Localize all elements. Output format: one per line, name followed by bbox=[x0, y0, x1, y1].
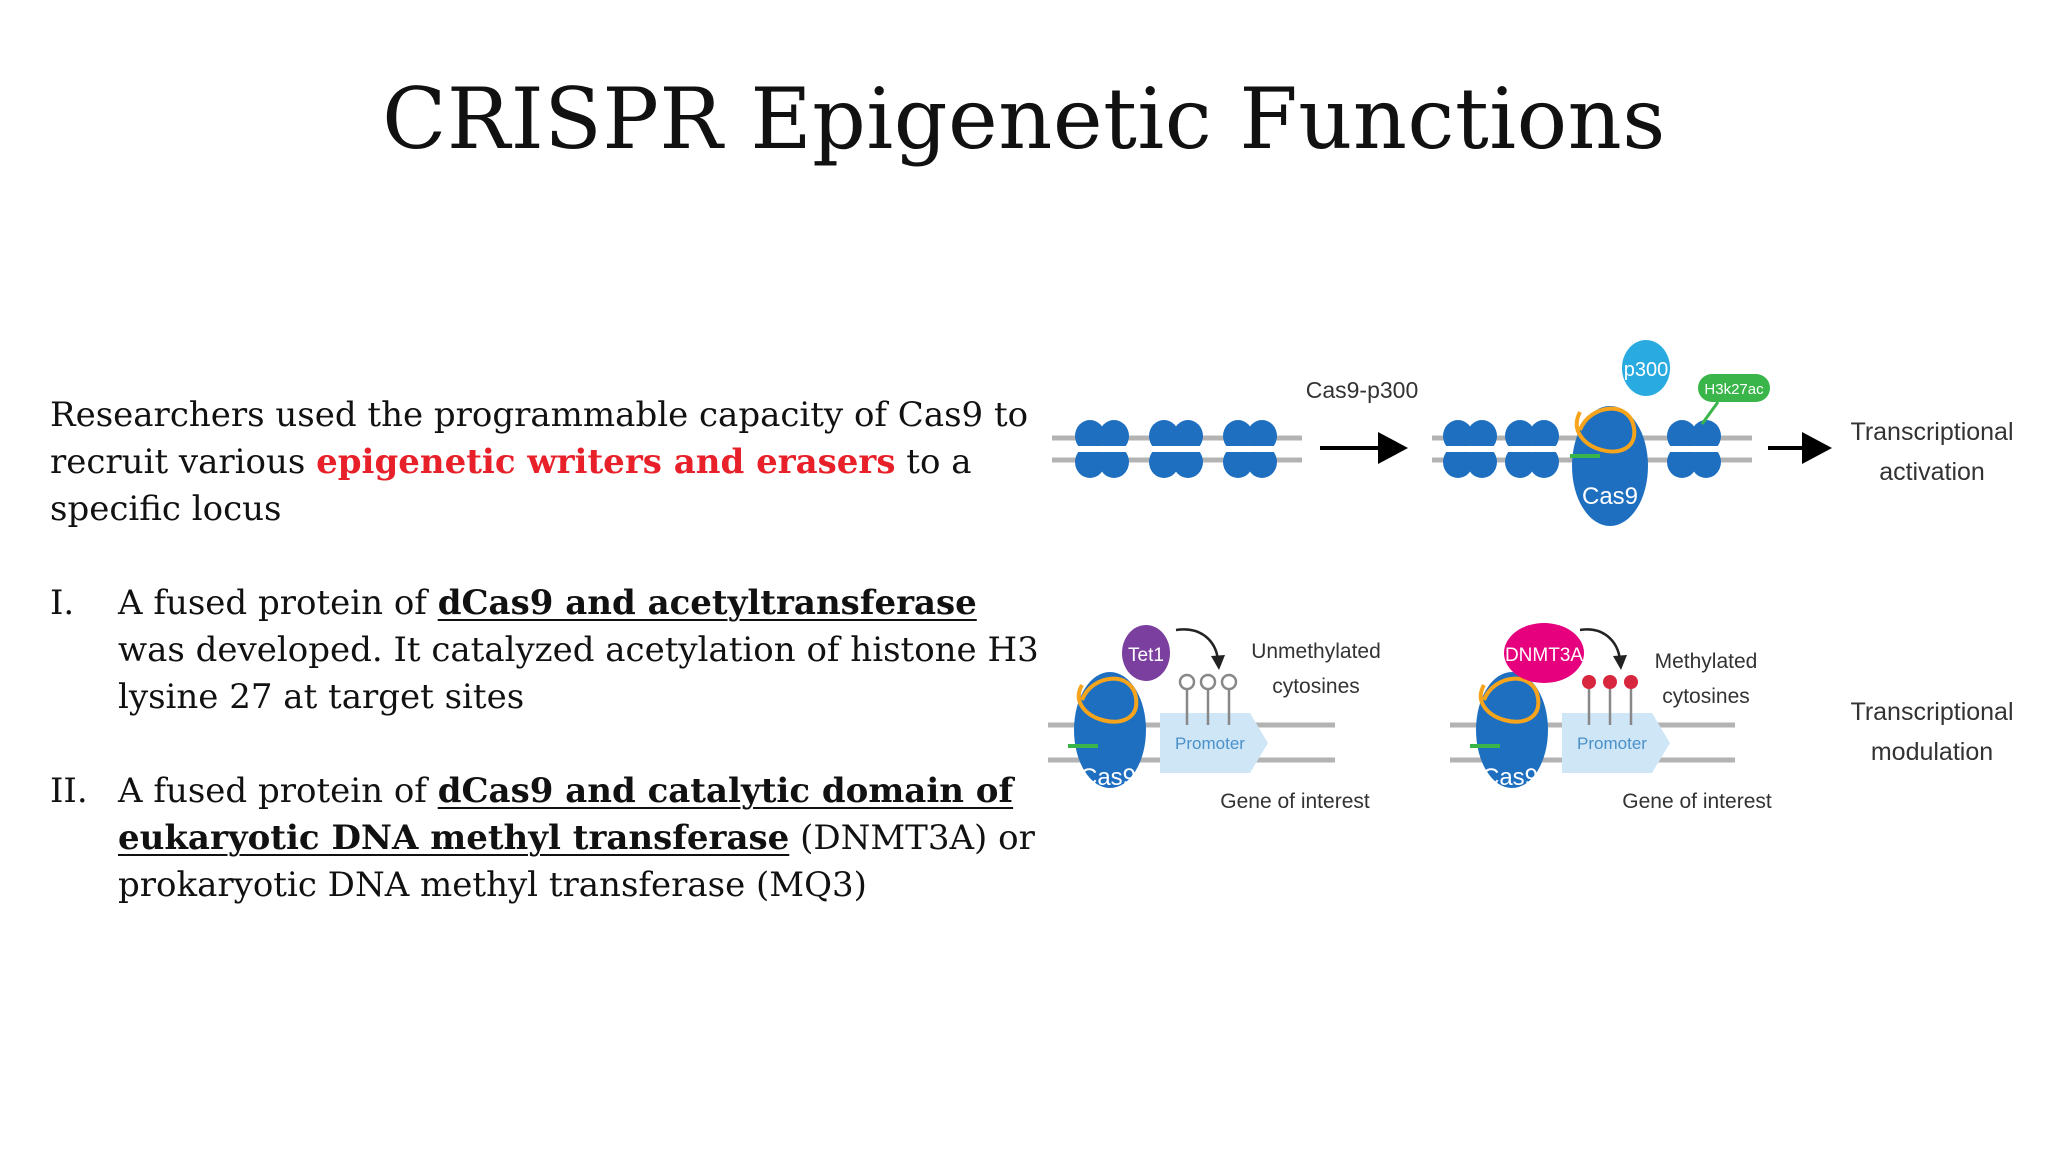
promoter-label: Promoter bbox=[1577, 734, 1647, 753]
tet1-panel: Promoter Cas9 Tet1 Unmethylated cytosine… bbox=[1048, 625, 1381, 813]
list-text-end: (DNMT3A) or prokaryotic DNA methyl trans… bbox=[118, 818, 1035, 905]
list-number: I. bbox=[50, 583, 75, 623]
nucleosome-icon bbox=[1440, 420, 1500, 478]
intro-paragraph: Researchers used the programmable capaci… bbox=[50, 392, 1040, 533]
list-item-2: II. A fused protein of dCas9 and catalyti… bbox=[50, 768, 1040, 909]
list-text-start: A fused protein of bbox=[118, 771, 438, 811]
arrow-right-icon bbox=[1378, 432, 1408, 464]
nucleosome-icon bbox=[1146, 420, 1206, 478]
list-number: II. bbox=[50, 771, 88, 811]
tet1-protein bbox=[1122, 625, 1170, 681]
state-line-2: cytosines bbox=[1662, 685, 1750, 708]
methylated-cytosines-icon bbox=[1582, 675, 1638, 725]
cas9-protein bbox=[1572, 406, 1648, 526]
arrow-cas9-p300: Cas9-p300 bbox=[1306, 377, 1419, 464]
arrow-label: Cas9-p300 bbox=[1306, 377, 1419, 403]
top-row-panel: Cas9-p300 Cas9 p300 H3k27ac Transcriptio… bbox=[1052, 340, 2014, 526]
curved-arrow-icon bbox=[1579, 628, 1622, 661]
gene-label: Gene of interest bbox=[1220, 790, 1370, 813]
promoter-arrow bbox=[1562, 713, 1670, 773]
gene-label: Gene of interest bbox=[1622, 790, 1772, 813]
state-line-1: Methylated bbox=[1655, 650, 1758, 673]
arrow-to-activation bbox=[1768, 432, 1832, 464]
cas9-label: Cas9 bbox=[1482, 764, 1538, 791]
p300-label: p300 bbox=[1624, 359, 1669, 381]
cas9-protein bbox=[1476, 672, 1548, 788]
arrow-right-icon bbox=[1802, 432, 1832, 464]
cas9-label: Cas9 bbox=[1080, 764, 1136, 791]
dnmt3a-protein bbox=[1504, 623, 1584, 683]
nucleosome-icon bbox=[1072, 420, 1132, 478]
curved-arrow-icon bbox=[1175, 628, 1220, 661]
body-text: Researchers used the programmable capaci… bbox=[50, 392, 1040, 909]
guide-rna bbox=[1479, 676, 1541, 724]
activation-label: Transcriptional activation bbox=[1850, 418, 2013, 486]
promoter-label: Promoter bbox=[1175, 734, 1245, 753]
intro-text-start: Researchers used the programmable capaci… bbox=[50, 395, 1029, 482]
list-item-1: I. A fused protein of dCas9 and acetyltra… bbox=[50, 580, 1040, 721]
unmethylated-cytosines-icon bbox=[1178, 673, 1238, 725]
chromatin-before bbox=[1052, 420, 1302, 478]
dnmt3a-panel: Promoter Cas9 DNMT3A Methylated cytosine… bbox=[1450, 623, 1772, 813]
state-line-2: cytosines bbox=[1272, 675, 1360, 698]
h3k27ac-label: H3k27ac bbox=[1704, 381, 1764, 398]
guide-rna bbox=[1077, 676, 1139, 724]
nucleosome-icon bbox=[1664, 420, 1724, 478]
dnmt3a-label: DNMT3A bbox=[1505, 645, 1583, 666]
h3k27ac-badge bbox=[1698, 374, 1770, 402]
p300-protein bbox=[1622, 340, 1670, 396]
nucleosome-icon bbox=[1220, 420, 1280, 478]
activation-line-1: Transcriptional bbox=[1850, 418, 2013, 446]
epigenetic-diagram: Cas9-p300 Cas9 p300 H3k27ac Transcriptio… bbox=[1048, 340, 2014, 813]
list-text-end: was developed. It catalyzed acetylation … bbox=[118, 630, 1039, 717]
tet1-label: Tet1 bbox=[1128, 645, 1164, 666]
list-emphasis: dCas9 and acetyltransferase bbox=[437, 583, 977, 623]
modulation-label: Transcriptional modulation bbox=[1850, 698, 2013, 766]
list-emphasis: dCas9 and catalytic domain of eukaryotic… bbox=[118, 771, 1014, 858]
cas9-label: Cas9 bbox=[1582, 483, 1638, 510]
intro-emphasis: epigenetic writers and erasers bbox=[316, 442, 896, 482]
intro-text-end: to a specific locus bbox=[50, 442, 972, 529]
chromatin-after: Cas9 p300 H3k27ac bbox=[1432, 340, 1770, 526]
modulation-line-1: Transcriptional bbox=[1850, 698, 2013, 726]
guide-rna bbox=[1575, 406, 1637, 454]
modulation-line-2: modulation bbox=[1871, 738, 1993, 766]
slide-title: CRISPR Epigenetic Functions bbox=[382, 70, 1666, 168]
cas9-protein bbox=[1074, 672, 1146, 788]
list-text-start: A fused protein of bbox=[118, 583, 438, 623]
promoter-arrow bbox=[1160, 713, 1268, 773]
activation-line-2: activation bbox=[1879, 458, 1985, 486]
nucleosome-icon bbox=[1502, 420, 1562, 478]
state-line-1: Unmethylated bbox=[1251, 640, 1381, 663]
